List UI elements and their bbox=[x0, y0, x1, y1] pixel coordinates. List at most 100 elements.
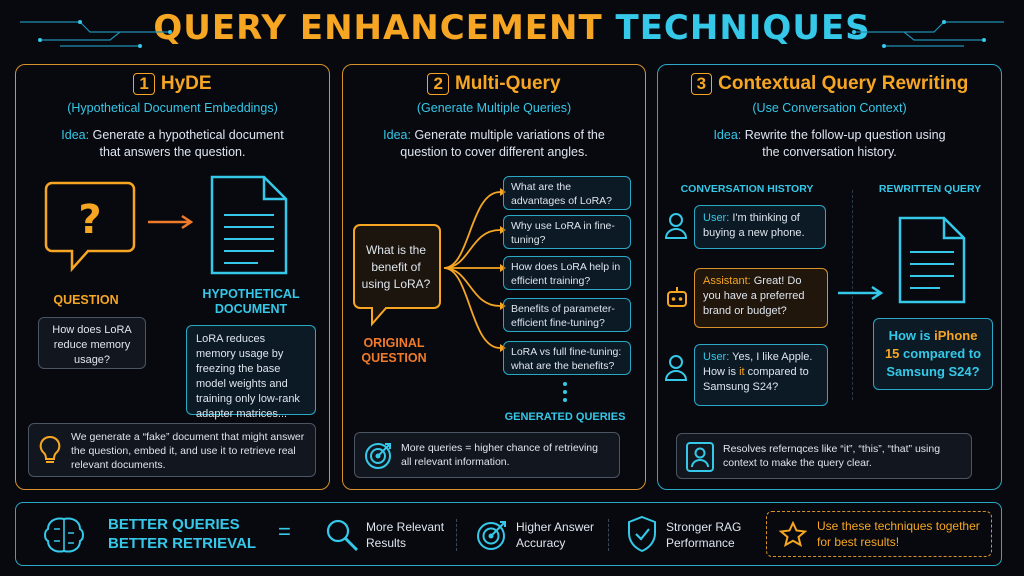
doc-label-line1: HYPOTHETICAL bbox=[202, 287, 300, 301]
message-user-1: User: I'm thinking of buying a new phone… bbox=[694, 205, 826, 249]
idea-line2: that answers the question. bbox=[99, 145, 246, 159]
idea-label: Idea: bbox=[61, 128, 90, 142]
note-text: We generate a “fake” document that might… bbox=[71, 431, 305, 471]
rewritten-text-b: compared to Samsung S24? bbox=[886, 346, 982, 379]
message-assistant: Assistant: Great! Do you have a preferre… bbox=[694, 268, 828, 328]
generated-query-1: What are the advantages of LoRA? bbox=[503, 176, 631, 210]
panel-number: 1 bbox=[133, 73, 155, 95]
star-icon bbox=[779, 521, 807, 547]
arrow-right-icon bbox=[838, 285, 884, 301]
user-icon bbox=[664, 355, 688, 381]
bottom-line2: BETTER RETRIEVAL bbox=[108, 535, 257, 552]
rewritten-query-box: How is iPhone 15 compared to Samsung S24… bbox=[873, 318, 993, 390]
benefit-line2: Accuracy bbox=[516, 536, 566, 550]
bottom-line1: BETTER QUERIES bbox=[108, 516, 240, 533]
message-text-b: compared to Samsung S24? bbox=[703, 366, 809, 393]
fan-out-arrows bbox=[443, 188, 506, 352]
document-icon bbox=[210, 175, 288, 275]
robot-icon bbox=[667, 287, 687, 307]
tip-box: Use these techniques together for best r… bbox=[766, 511, 992, 557]
panel-title-text: Multi-Query bbox=[454, 73, 561, 94]
circuit-decoration-left bbox=[20, 20, 172, 48]
rewritten-text-a: How is bbox=[888, 328, 931, 343]
panel-subtitle: (Use Conversation Context) bbox=[752, 101, 907, 115]
message-speaker: User: bbox=[703, 351, 730, 363]
circuit-decoration-right bbox=[852, 20, 1004, 48]
idea-line1: Generate multiple variations of the bbox=[414, 128, 605, 142]
message-speaker: Assistant: bbox=[703, 275, 751, 287]
generated-query-3: How does LoRA help in efficient training… bbox=[503, 256, 631, 290]
idea-text: Idea: Generate a hypothetical document th… bbox=[16, 127, 329, 161]
page-title: QUERY ENHANCEMENT TECHNIQUES bbox=[0, 8, 1024, 48]
hypothetical-document-box: LoRA reduces memory usage by freezing th… bbox=[186, 325, 316, 420]
equals-sign: = bbox=[278, 519, 291, 544]
generated-query-5: LoRA vs full fine-tuning: what are the b… bbox=[503, 341, 631, 375]
search-icon bbox=[326, 519, 359, 552]
brain-icon bbox=[44, 517, 84, 553]
benefit-line1: Stronger RAG bbox=[666, 520, 742, 534]
message-speaker: User: bbox=[703, 212, 730, 224]
idea-line2: the conversation history. bbox=[762, 145, 897, 159]
panel-number: 3 bbox=[690, 73, 713, 95]
doc-label-line2: DOCUMENT bbox=[214, 302, 288, 316]
idea-text: Idea: Generate multiple variations of th… bbox=[343, 127, 645, 161]
title-part1: QUERY ENHANCEMENT bbox=[153, 8, 603, 48]
generated-queries-label: GENERATED QUERIES bbox=[504, 411, 626, 423]
user-icon bbox=[664, 213, 688, 239]
message-user-2: User: Yes, I like Apple. How is it compa… bbox=[694, 344, 828, 406]
note-box: More queries = higher chance of retrievi… bbox=[354, 432, 620, 478]
divider bbox=[608, 519, 610, 551]
message-text: Great! Do you have a preferred brand or … bbox=[703, 275, 805, 317]
divider bbox=[456, 519, 458, 551]
document-icon bbox=[898, 216, 966, 304]
bottom-summary-bar: BETTER QUERIES BETTER RETRIEVAL = More Re… bbox=[15, 502, 1002, 566]
panel-number: 2 bbox=[427, 73, 449, 95]
original-question-bubble bbox=[353, 224, 441, 327]
generated-query-4: Benefits of parameter-efficient fine-tun… bbox=[503, 298, 631, 332]
panel-subtitle: (Hypothetical Document Embeddings) bbox=[67, 101, 278, 115]
shield-check-icon bbox=[628, 515, 656, 553]
bottom-headline: BETTER QUERIES BETTER RETRIEVAL bbox=[108, 515, 258, 553]
message-text-a: Yes, I like Apple. How is bbox=[703, 351, 813, 378]
lightbulb-icon bbox=[39, 435, 61, 463]
idea-label: Idea: bbox=[713, 128, 742, 142]
panel-subtitle: (Generate Multiple Queries) bbox=[416, 101, 572, 115]
note-box: Resolves refernqces like “it”, “this”, “… bbox=[676, 433, 972, 479]
original-label-line2: QUESTION bbox=[361, 351, 427, 365]
conversation-history-label: CONVERSATION HISTORY bbox=[680, 183, 814, 195]
idea-label: Idea: bbox=[383, 128, 411, 142]
panel-title-text: Contextual Query Rewriting bbox=[718, 73, 969, 94]
title-part2: TECHNIQUES bbox=[615, 8, 871, 48]
message-text: I'm thinking of buying a new phone. bbox=[703, 212, 805, 239]
benefit-line1: Higher Answer bbox=[516, 520, 595, 534]
user-badge-icon bbox=[686, 442, 714, 472]
arrow-right-icon bbox=[148, 214, 194, 230]
idea-line1: Generate a hypothetical document bbox=[92, 128, 284, 142]
target-icon bbox=[365, 443, 391, 469]
message-highlight: it bbox=[739, 366, 745, 378]
tip-text: Use these techniques together for best r… bbox=[817, 519, 980, 549]
idea-line2: question to cover different angles. bbox=[400, 145, 588, 159]
target-icon bbox=[477, 521, 506, 550]
column-divider bbox=[852, 190, 854, 400]
note-box: We generate a “fake” document that might… bbox=[28, 423, 316, 477]
original-question-text: What is the benefit of using LoRA? bbox=[361, 243, 431, 291]
idea-text: Idea: Rewrite the follow-up question usi… bbox=[658, 127, 1001, 161]
question-label: QUESTION bbox=[53, 293, 119, 307]
generated-query-2: Why use LoRA in fine-tuning? bbox=[503, 215, 631, 249]
original-label-line1: ORIGINAL bbox=[363, 336, 425, 350]
idea-line1: Rewrite the follow-up question using bbox=[744, 128, 946, 142]
question-bubble-icon: ? bbox=[44, 181, 136, 273]
panel-title-text: HyDE bbox=[160, 73, 212, 94]
